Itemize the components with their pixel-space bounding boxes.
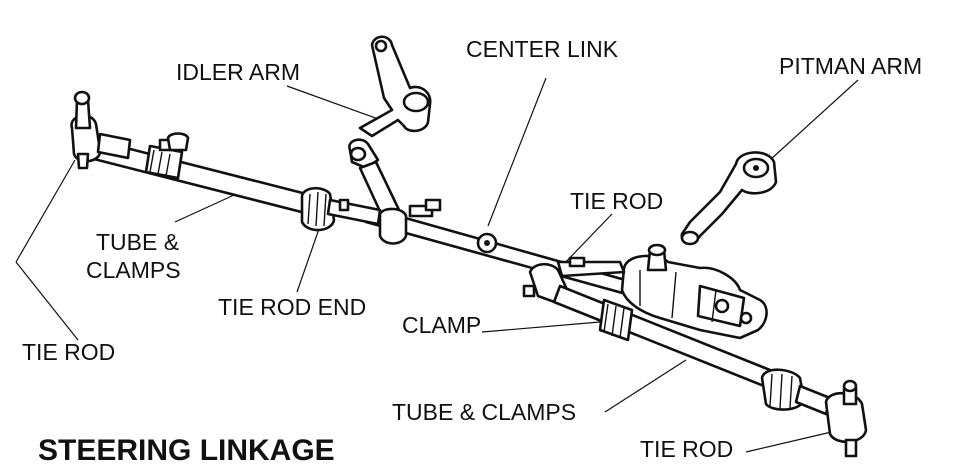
leader-clamp — [481, 321, 601, 333]
leader-idler-arm — [286, 85, 393, 125]
left-tie-rod-tube — [88, 132, 332, 220]
leader-tie-rod-left — [15, 159, 79, 341]
pitman-arm — [680, 151, 778, 246]
right-outer-tie-rod-end — [794, 379, 868, 458]
label-pitman-arm: PITMAN ARM — [779, 53, 923, 79]
leader-tube-clamps-right — [604, 359, 687, 413]
label-tube-clamps-right: TUBE & CLAMPS — [392, 399, 577, 425]
label-tube-clamps-left-line1: TUBE & — [96, 229, 180, 255]
leader-lines — [15, 77, 859, 453]
label-tie-rod-right: TIE ROD — [640, 436, 734, 462]
leader-center-link — [487, 77, 547, 227]
left-inner-tie-rod-end — [300, 186, 382, 232]
label-tie-rod-center: TIE ROD — [570, 188, 664, 214]
steering-gear-box — [620, 243, 768, 340]
left-outer-tie-rod-end — [70, 90, 132, 170]
label-tie-rod-end: TIE ROD END — [218, 294, 367, 320]
label-tube-clamps-left-line2: CLAMPS — [86, 257, 181, 283]
label-idler-arm: IDLER ARM — [176, 59, 300, 85]
leader-tie-rod-right — [745, 429, 841, 453]
leader-tie-rod-center — [559, 213, 613, 269]
leader-tie-rod-end — [296, 225, 321, 293]
idler-arm — [348, 35, 442, 245]
label-tie-rod-left: TIE ROD — [22, 339, 116, 365]
leader-pitman-arm — [769, 79, 859, 161]
diagram-title: STEERING LINKAGE — [38, 434, 335, 467]
label-center-link: CENTER LINK — [466, 36, 619, 62]
right-tie-rod-tube — [552, 284, 806, 411]
label-clamp: CLAMP — [402, 312, 482, 338]
